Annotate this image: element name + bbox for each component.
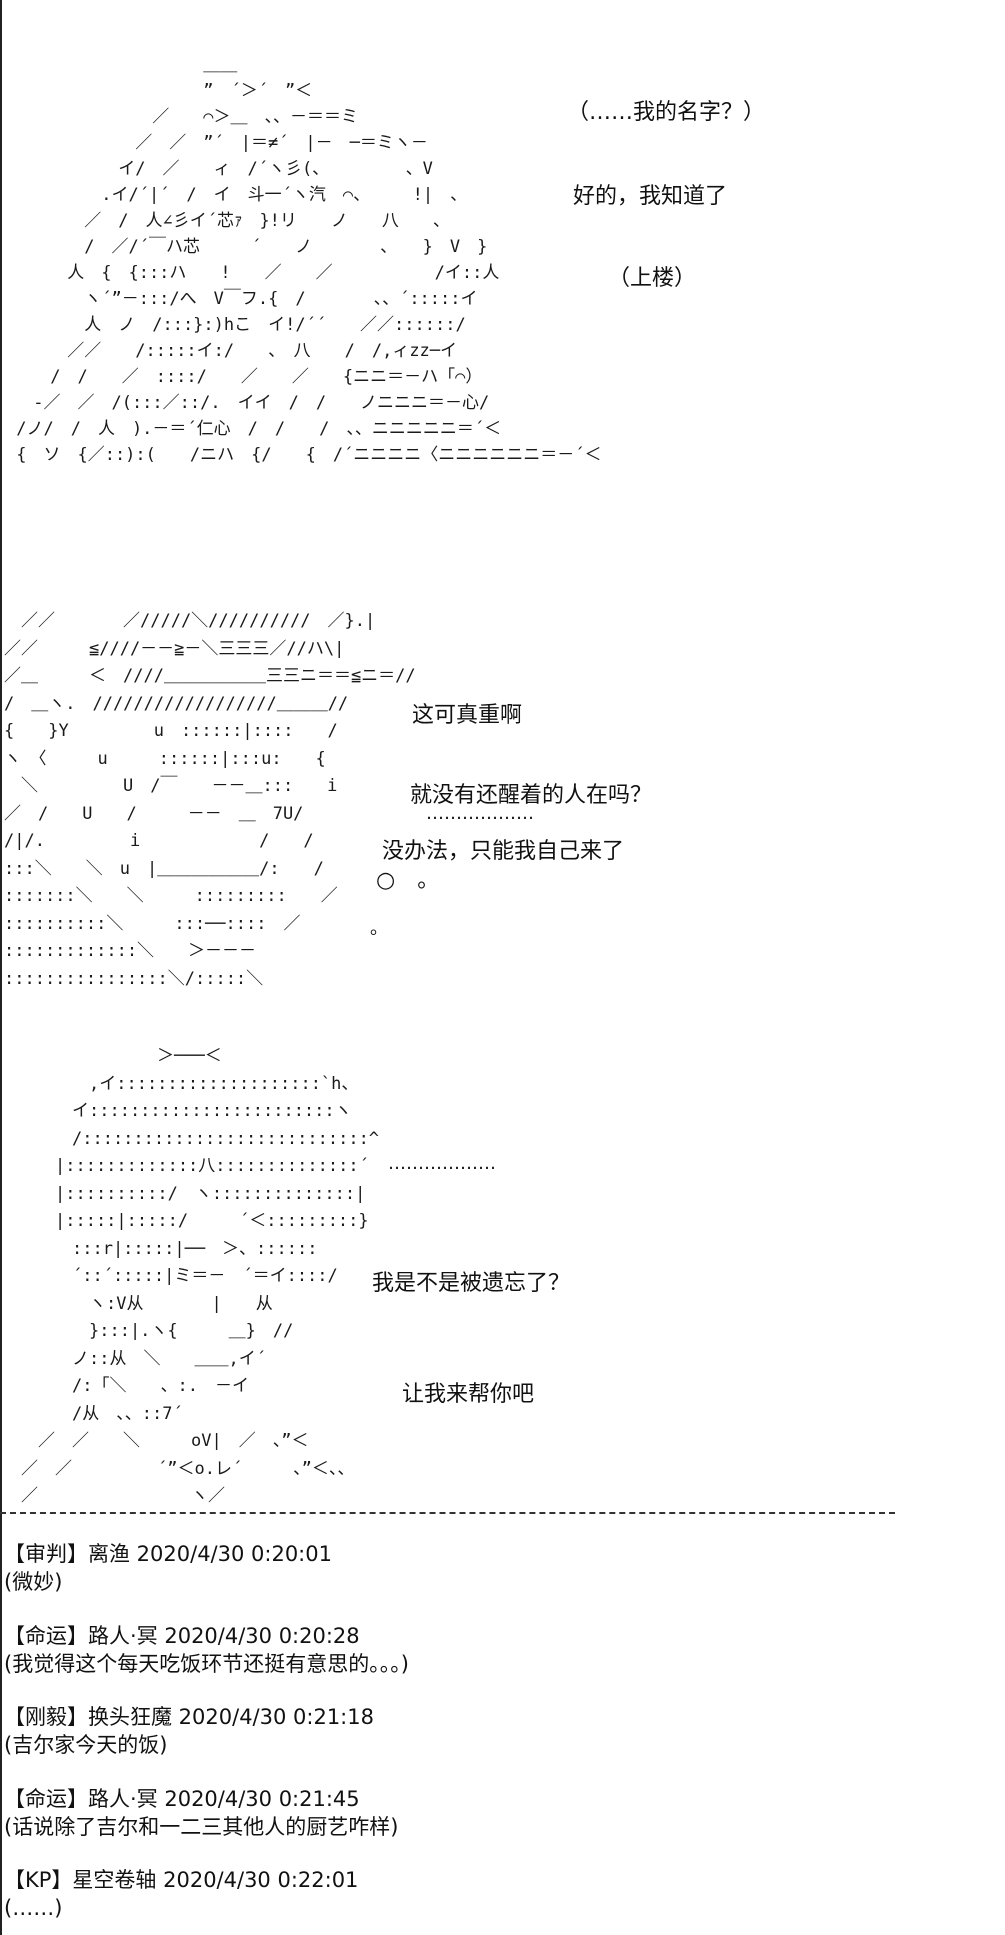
comment-entry: 【KP】星空卷轴 2020/4/30 0:22:01 (……) — [4, 1866, 358, 1922]
comment-header: 【命运】路人·冥 2020/4/30 0:20:28 — [4, 1624, 360, 1648]
speech-ok-i-know: 好的，我知道了 — [573, 184, 728, 209]
ellipsis-dots: ……………… — [388, 1153, 496, 1174]
comment-entry: 【审判】离渔 2020/4/30 0:20:01 (微妙) — [4, 1540, 332, 1596]
comment-body: (我觉得这个每天吃饭环节还挺有意思的。。。) — [4, 1652, 409, 1676]
comment-entry: 【刚毅】换头狂魔 2020/4/30 0:21:18 (吉尔家今天的饭) — [4, 1703, 374, 1759]
comment-header: 【KP】星空卷轴 2020/4/30 0:22:01 — [4, 1868, 359, 1892]
ascii-art-panel-3: ＞───＜ ,イ::::::::::::::::::::`h、 イ:::::::… — [20, 1046, 380, 1506]
speech-do-it-myself: 没办法，只能我自己来了 — [382, 839, 625, 864]
ascii-art-panel-1: ＿＿ ” ´＞´ ”＜ ／ ⌒＞＿ 、、－＝＝ミ ／ ／ ”´ |＝≠´ |－ … — [16, 55, 602, 465]
thought-my-name: （……我的名字？） — [567, 100, 766, 125]
comment-body: (吉尔家今天的饭) — [4, 1733, 168, 1757]
comment-entry: 【命运】路人·冥 2020/4/30 0:21:45 (话说除了吉尔和一二三其他… — [4, 1785, 398, 1841]
speech-anyone-awake: 就没有还醒着的人在吗？ — [410, 783, 653, 808]
speech-so-heavy: 这可真重啊 — [412, 703, 523, 728]
thought-bubble-small: 。 — [370, 918, 388, 939]
comment-header: 【命运】路人·冥 2020/4/30 0:21:45 — [4, 1787, 360, 1811]
comment-body: (……) — [4, 1896, 63, 1920]
section-divider — [0, 1512, 895, 1514]
speech-let-me-help: 让我来帮你吧 — [402, 1382, 535, 1407]
comment-header: 【刚毅】换头狂魔 2020/4/30 0:21:18 — [4, 1705, 374, 1729]
left-border — [0, 0, 2, 1935]
ellipsis-dots: ……………… — [426, 803, 534, 824]
comment-body: (微妙) — [4, 1570, 63, 1594]
action-go-upstairs: （上楼） — [608, 266, 697, 291]
thought-bubble-large: ○ 。 — [376, 868, 440, 893]
comment-header: 【审判】离渔 2020/4/30 0:20:01 — [4, 1542, 332, 1566]
speech-forgotten: 我是不是被遗忘了？ — [372, 1271, 571, 1296]
comment-body: (话说除了吉尔和一二三其他人的厨艺咋样) — [4, 1815, 399, 1839]
comment-entry: 【命运】路人·冥 2020/4/30 0:20:28 (我觉得这个每天吃饭环节还… — [4, 1622, 409, 1678]
ascii-art-panel-2: ／／ ／/////＼////////// ／}.| ／／ ≦////－－≧－＼三… — [4, 611, 416, 989]
